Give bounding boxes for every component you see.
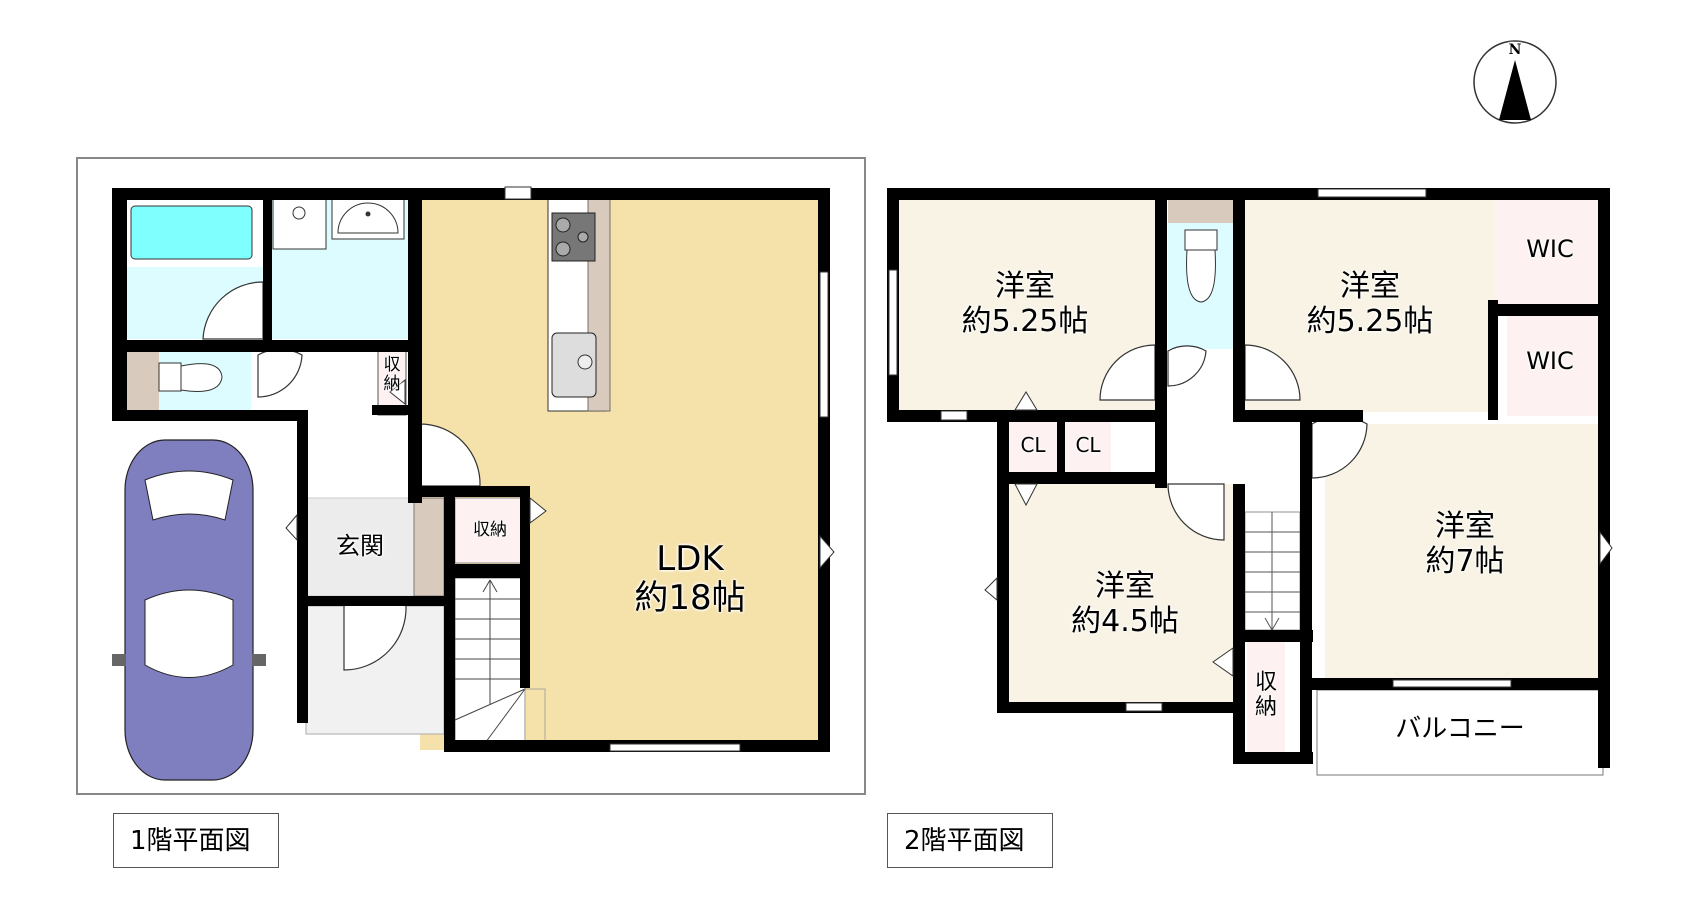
floor1-caption: 1階平面図 xyxy=(113,813,279,868)
bathtub xyxy=(130,205,253,260)
compass-north-label: N xyxy=(1508,42,1522,58)
room-sw-size: 約4.5帖 xyxy=(1071,603,1179,639)
storage-hall-label: 収納 xyxy=(473,520,507,540)
wall xyxy=(112,188,830,200)
storage-small-char2: 納 xyxy=(383,373,401,394)
room-se-size: 約7帖 xyxy=(1425,543,1505,579)
ldk-size: 約18帖 xyxy=(634,578,746,619)
lot-boundary xyxy=(76,157,866,795)
room-se-name: 洋室 xyxy=(1435,509,1495,544)
storage2-label: 収 納 xyxy=(1247,670,1285,721)
compass-icon xyxy=(1473,40,1557,124)
genkan-label: 玄関 xyxy=(336,532,384,560)
sink-icon xyxy=(551,332,597,398)
room-se-label: 洋室 約7帖 xyxy=(1380,509,1550,579)
room-ne-name: 洋室 xyxy=(1340,269,1400,304)
storage2-char2: 納 xyxy=(1254,695,1277,721)
room-ne-size: 約5.25帖 xyxy=(1306,303,1434,339)
balcony-label: バルコニー xyxy=(1395,714,1525,744)
storage-small-label: 収 納 xyxy=(378,356,406,393)
floor2-caption: 2階平面図 xyxy=(887,813,1053,868)
car-icon xyxy=(112,439,266,781)
cl2-label: CL xyxy=(1075,433,1101,457)
wic2-label: WIC xyxy=(1526,347,1574,375)
room-se-floor xyxy=(1325,424,1603,679)
washing-machine xyxy=(272,198,327,250)
ldk-name: LDK xyxy=(656,539,724,579)
ldk-label: LDK 約18帖 xyxy=(590,539,790,619)
room-nw-name: 洋室 xyxy=(995,269,1055,304)
balcony xyxy=(1316,689,1604,776)
storage-small-char1: 収 xyxy=(383,355,401,375)
room-sw-label: 洋室 約4.5帖 xyxy=(1040,569,1210,639)
storage2-char1: 収 xyxy=(1254,670,1277,695)
cl1-label: CL xyxy=(1020,433,1046,457)
room-ne-label: 洋室 約5.25帖 xyxy=(1260,269,1480,339)
room-nw-size: 約5.25帖 xyxy=(961,303,1089,339)
room-sw-name: 洋室 xyxy=(1095,569,1155,604)
wic1-label: WIC xyxy=(1526,235,1574,263)
room-nw-label: 洋室 約5.25帖 xyxy=(920,269,1130,339)
